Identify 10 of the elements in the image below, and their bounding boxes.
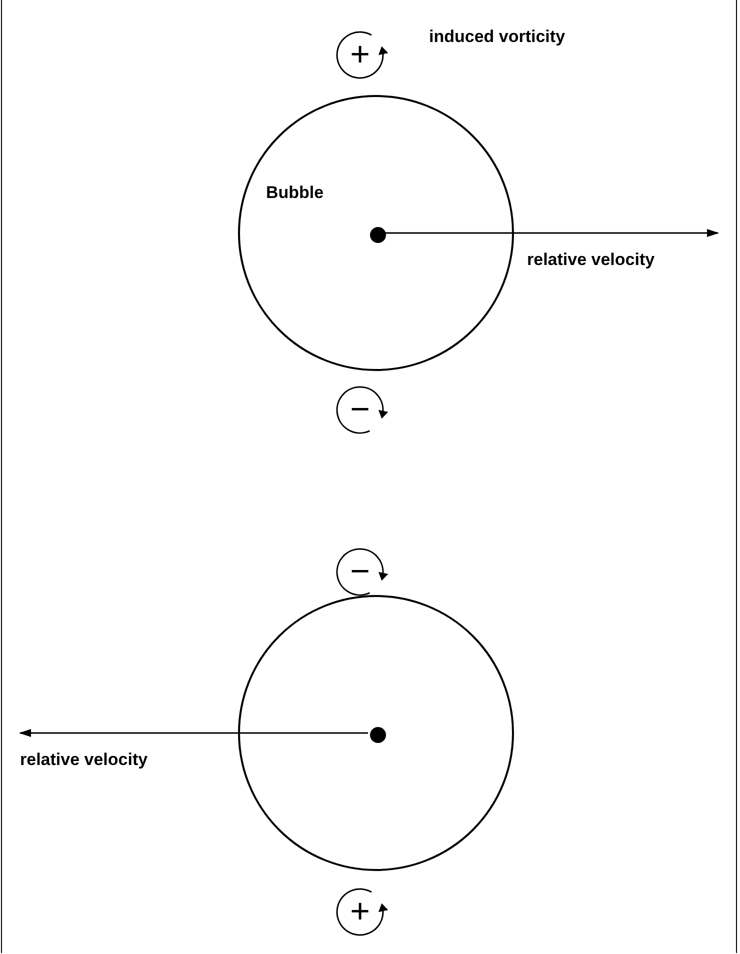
center-dot (370, 727, 386, 743)
edge-label: relative velocity (20, 750, 148, 770)
bubble-label: Bubble (266, 183, 324, 203)
bubble-circle (238, 95, 514, 371)
arrow (19, 729, 368, 737)
bubble-circle (238, 595, 514, 871)
annotation-text: induced vorticity (429, 27, 566, 47)
center-dot (370, 227, 386, 243)
arrow (384, 229, 719, 237)
edge-label: relative velocity (527, 250, 655, 270)
